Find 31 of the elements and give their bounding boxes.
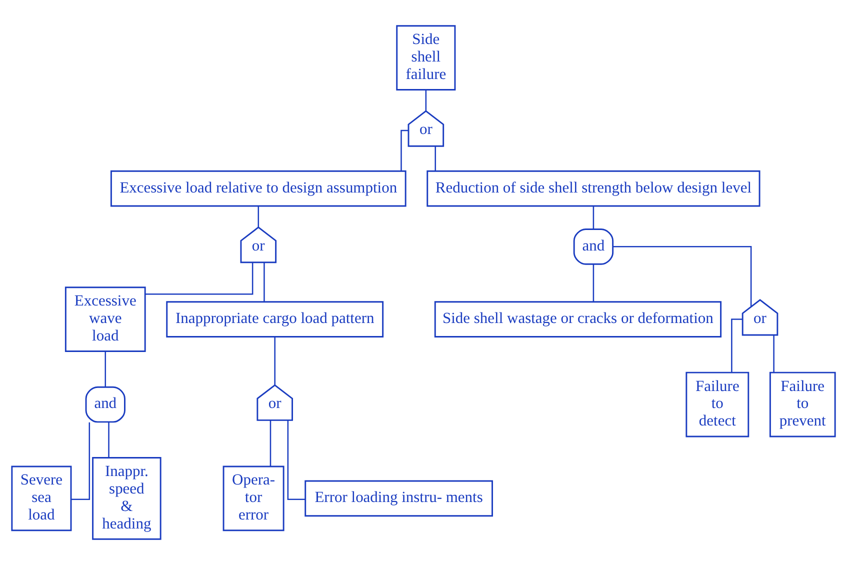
node-box: Failure to detect (686, 372, 750, 438)
node-box: and (85, 386, 126, 423)
node-box: Severe sea load (11, 466, 72, 532)
connector (274, 336, 276, 386)
connector (270, 420, 272, 466)
connector (773, 335, 774, 372)
node-box: Failure to prevent (769, 372, 836, 438)
node-box: Error loading instru- ments (304, 480, 493, 517)
node-box: Inappr. speed & heading (92, 457, 162, 540)
connector (104, 351, 106, 387)
node-box: Excessive wave load (64, 286, 146, 352)
connector (592, 206, 594, 229)
connector (434, 146, 436, 172)
connector (287, 420, 306, 500)
connector (731, 318, 743, 373)
connector (400, 130, 408, 172)
node-box: Side shell wastage or cracks or deformation (434, 301, 722, 338)
node-box: Excessive load relative to design assumption (110, 170, 406, 207)
connector (145, 262, 254, 295)
node-box: Opera- tor error (222, 466, 284, 532)
node-box: and (573, 228, 614, 265)
node-box: Inappropriate cargo load pattern (166, 301, 384, 338)
connector (613, 246, 752, 307)
connector (108, 422, 110, 458)
node-box: Side shell failure (396, 25, 456, 91)
node-box: Reduction of side shell strength below design level (426, 170, 760, 207)
connector (592, 264, 594, 302)
connector (425, 90, 427, 111)
connector (264, 262, 265, 302)
connector (71, 422, 90, 500)
connector (258, 206, 260, 228)
